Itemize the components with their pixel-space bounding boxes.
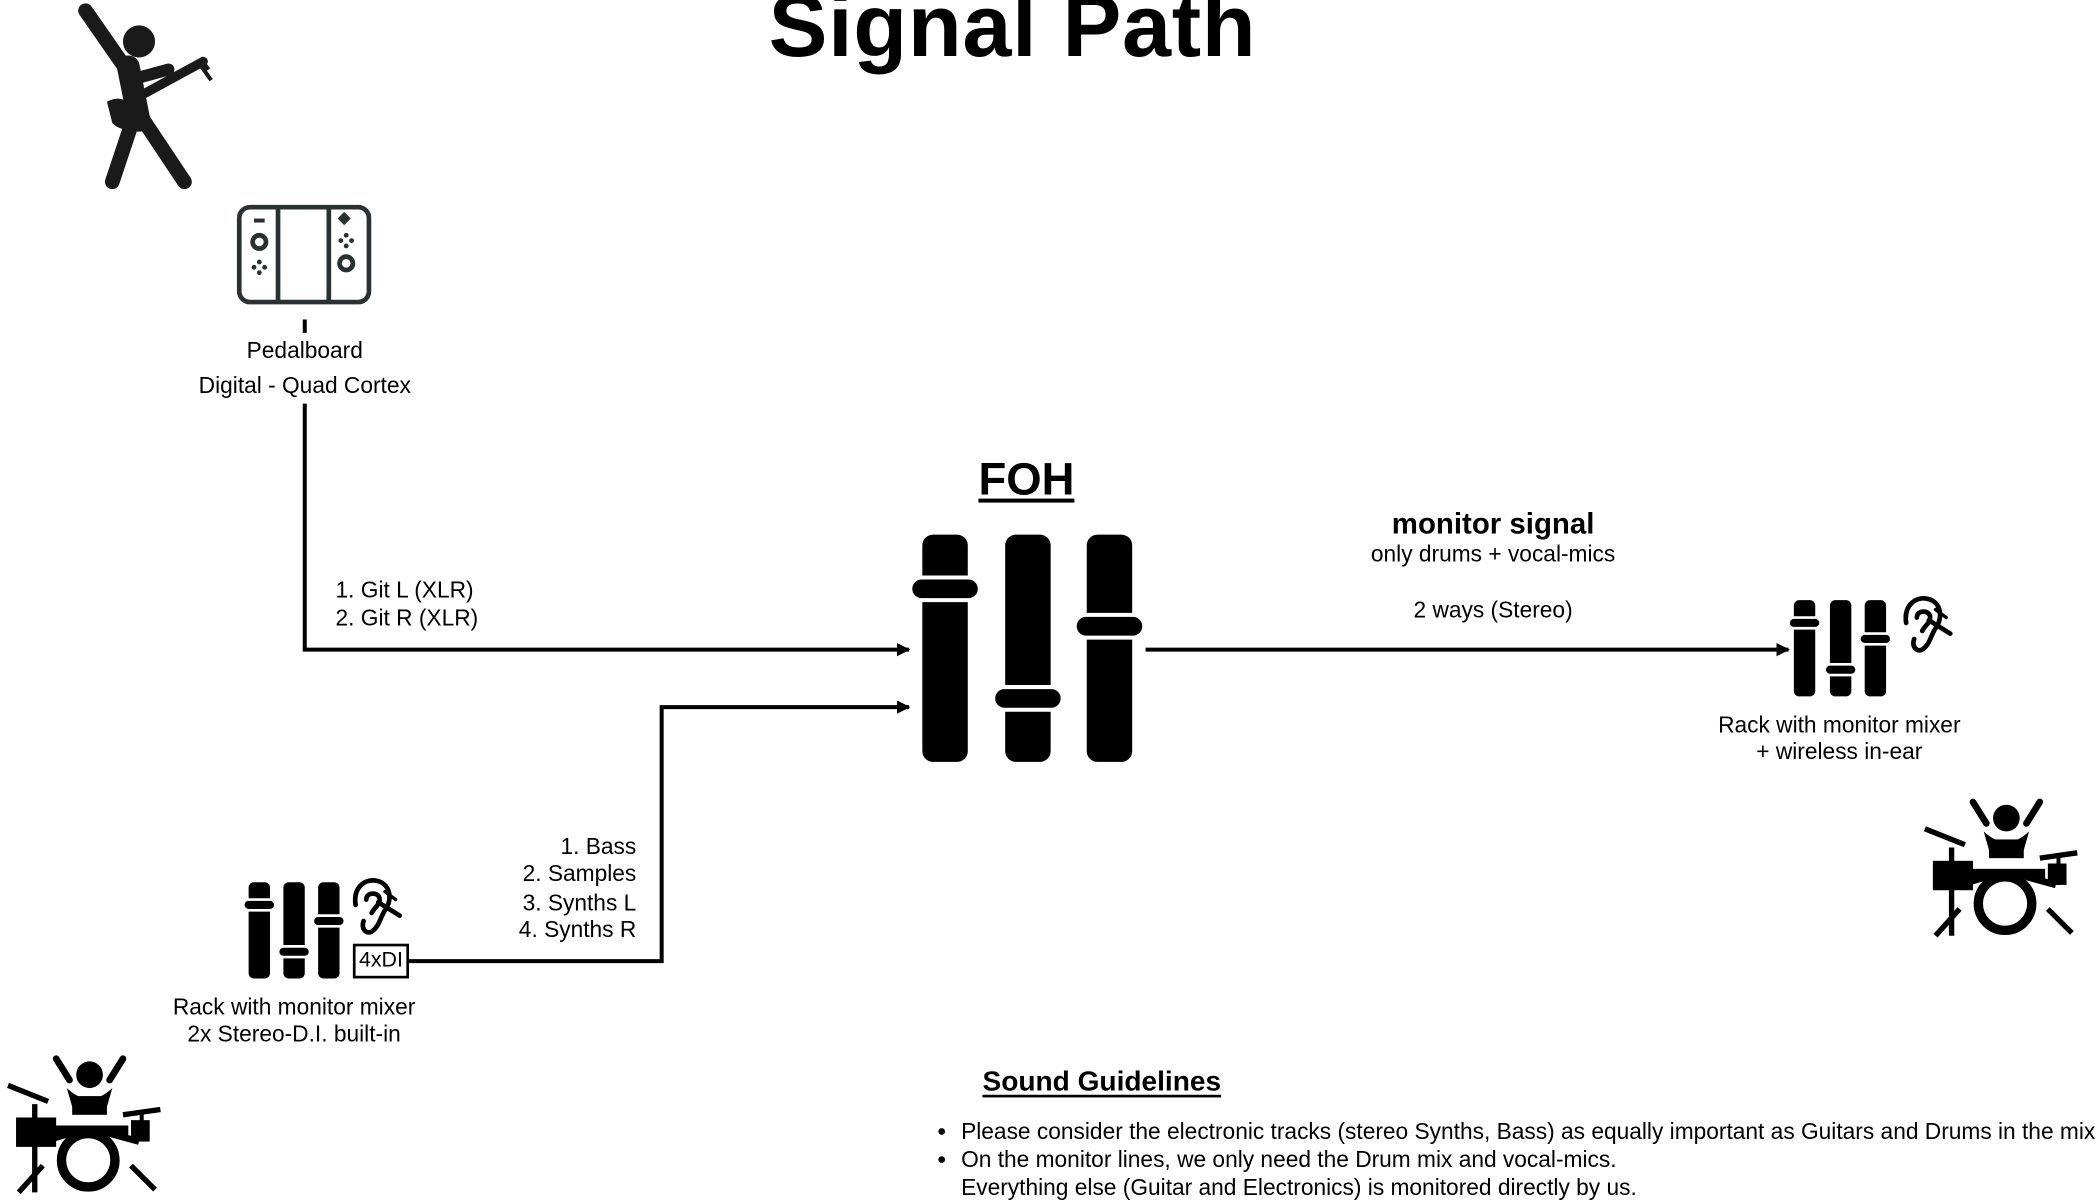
di-line-3-label: 3. Synths L bbox=[522, 890, 637, 916]
pedalboard-model: Digital - Quad Cortex bbox=[187, 372, 423, 401]
di-line-4-label: 4. Synths R bbox=[518, 916, 637, 943]
di-line-2-label: 2. Samples bbox=[522, 860, 637, 887]
di-line-1-label: 1. Bass bbox=[560, 834, 637, 860]
guitar-to-foh-line bbox=[302, 403, 911, 657]
rack-left-label-line1: Rack with monitor mixer bbox=[172, 994, 416, 1020]
mixer-faders-icon bbox=[241, 882, 347, 979]
monitor-signal-title: monitor signal bbox=[1391, 506, 1595, 541]
pedalboard-label: Pedalboard bbox=[246, 338, 363, 364]
ear-icon bbox=[1903, 596, 1953, 653]
page-title: Signal Path bbox=[768, 0, 1257, 75]
guideline-item-continuation: Everything else (Guitar and Electronics)… bbox=[961, 1174, 1637, 1201]
mixer-faders-icon bbox=[908, 534, 1147, 762]
signal-lines bbox=[302, 319, 1790, 964]
monitor-signal-subtitle: only drums + vocal-mics bbox=[1370, 541, 1616, 567]
drummer-icon bbox=[1923, 798, 2078, 938]
di-to-foh-line bbox=[409, 700, 911, 964]
di-box-label: 4xDI bbox=[358, 949, 403, 972]
foh-label: FOH bbox=[978, 454, 1075, 506]
ear-icon bbox=[352, 878, 403, 935]
rack-left-label-line2: 2x Stereo-D.I. built-in bbox=[187, 1021, 401, 1047]
game-controller-icon bbox=[236, 204, 372, 305]
monitor-signal-ways: 2 ways (Stereo) bbox=[1413, 597, 1573, 623]
guidelines-list: Please consider the electronic tracks (s… bbox=[930, 1117, 2096, 1201]
mixer-faders-icon bbox=[1787, 600, 1893, 697]
rack-right-label-line1: Rack with monitor mixer bbox=[1718, 712, 1961, 738]
guitar-line-2-label: 2. Git R (XLR) bbox=[335, 605, 479, 631]
guideline-item: On the monitor lines, we only need the D… bbox=[961, 1146, 2096, 1202]
guideline-item: Please consider the electronic tracks (s… bbox=[961, 1117, 2096, 1145]
di-box: 4xDI bbox=[352, 943, 410, 979]
drummer-icon bbox=[7, 1055, 161, 1195]
guitar-line-1-label: 1. Git L (XLR) bbox=[335, 577, 474, 603]
guidelines-title: Sound Guidelines bbox=[982, 1066, 1222, 1098]
rack-right-label-line2: + wireless in-ear bbox=[1756, 739, 1923, 765]
guitarist-icon bbox=[78, 3, 213, 190]
